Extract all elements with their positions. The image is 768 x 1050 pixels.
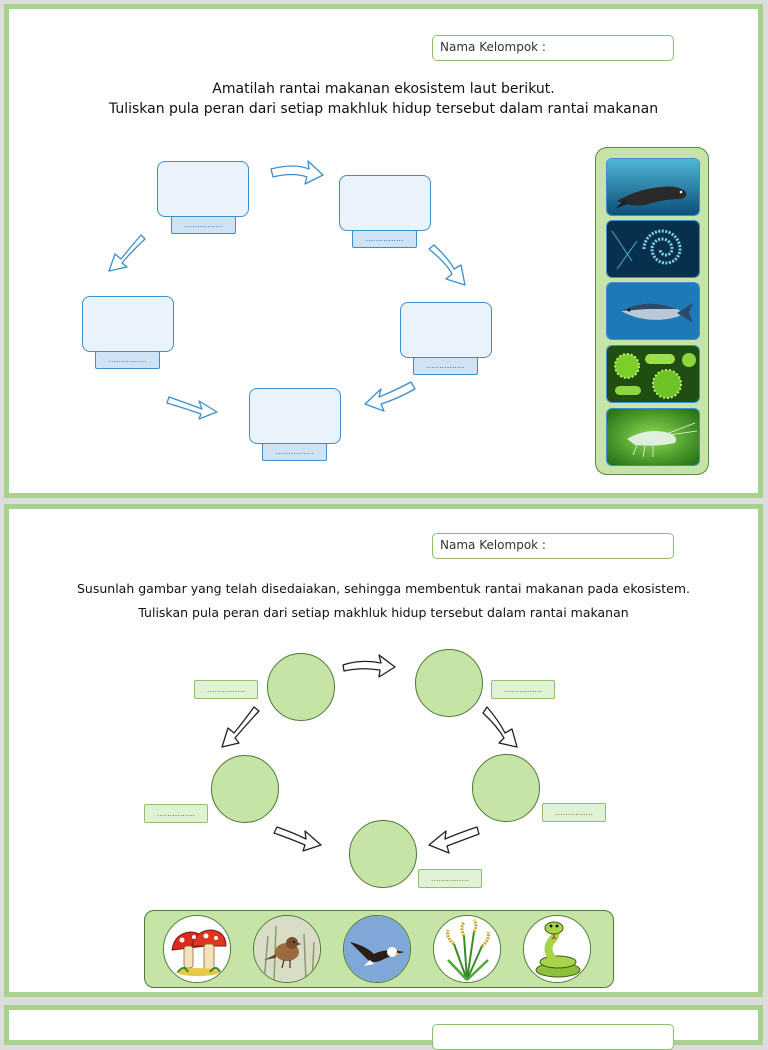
role-label-3[interactable]: ............... bbox=[542, 803, 606, 822]
group-name-label: Nama Kelompok : bbox=[440, 538, 546, 552]
arrow-right-icon bbox=[270, 160, 324, 185]
instruction-text: Amatilah rantai makanan ekosistem laut b… bbox=[9, 79, 758, 119]
role-label-5[interactable]: ............... bbox=[144, 804, 208, 823]
chain-slot-2[interactable] bbox=[415, 649, 483, 717]
role-label-1[interactable]: ............... bbox=[171, 216, 236, 234]
shrimp-image[interactable] bbox=[606, 408, 700, 466]
seal-image[interactable] bbox=[606, 158, 700, 216]
chain-arrows bbox=[221, 654, 518, 854]
chain-slot-3[interactable] bbox=[400, 302, 492, 358]
rice-plant-image[interactable] bbox=[433, 915, 501, 983]
instruction-line-1: Amatilah rantai makanan ekosistem laut b… bbox=[212, 81, 555, 97]
instruction-text: Susunlah gambar yang telah disedaiakan, … bbox=[9, 577, 758, 625]
chain-slot-1[interactable] bbox=[157, 161, 249, 217]
role-label-3[interactable]: ............... bbox=[413, 357, 478, 375]
slide-marine-food-chain: Nama Kelompok : Amatilah rantai makanan … bbox=[4, 4, 763, 498]
chain-slot-4[interactable] bbox=[349, 820, 417, 888]
arrow-right-icon bbox=[342, 654, 396, 678]
instruction-line-1: Susunlah gambar yang telah disedaiakan, … bbox=[76, 581, 691, 596]
tuna-image[interactable] bbox=[606, 282, 700, 340]
mushroom-image[interactable] bbox=[163, 915, 231, 983]
sparrow-image[interactable] bbox=[253, 915, 321, 983]
group-name-field[interactable]: Nama Kelompok : bbox=[432, 35, 674, 61]
group-name-field[interactable] bbox=[432, 1024, 674, 1050]
plankton-image[interactable] bbox=[606, 220, 700, 278]
arrow-down-right-icon bbox=[428, 244, 466, 286]
chain-arrows bbox=[108, 160, 466, 420]
role-label-1[interactable]: ............... bbox=[194, 680, 258, 699]
snake-image[interactable] bbox=[523, 915, 591, 983]
instruction-line-2: Tuliskan pula peran dari setiap makhluk … bbox=[108, 101, 659, 117]
group-name-label: Nama Kelompok : bbox=[440, 40, 546, 54]
organism-image-panel bbox=[595, 147, 709, 475]
arrow-down-right-icon bbox=[482, 706, 518, 748]
arrow-down-left-icon bbox=[428, 826, 480, 854]
chain-slot-2[interactable] bbox=[339, 175, 431, 231]
organism-image-tray bbox=[144, 910, 614, 988]
role-label-2[interactable]: ............... bbox=[352, 230, 417, 248]
role-label-4[interactable]: ............... bbox=[262, 443, 327, 461]
eagle-image[interactable] bbox=[343, 915, 411, 983]
slide-land-food-chain: Nama Kelompok : Susunlah gambar yang tel… bbox=[4, 504, 763, 997]
chain-slot-5[interactable] bbox=[211, 755, 279, 823]
arrow-down-left-icon bbox=[364, 381, 416, 412]
role-label-5[interactable]: ............... bbox=[95, 351, 160, 369]
bacteria-image[interactable] bbox=[606, 345, 700, 403]
chain-slot-4[interactable] bbox=[249, 388, 341, 444]
chain-slot-1[interactable] bbox=[267, 653, 335, 721]
role-label-2[interactable]: ............... bbox=[491, 680, 555, 699]
arrow-down-left-icon bbox=[108, 234, 146, 272]
chain-slot-5[interactable] bbox=[82, 296, 174, 352]
slide-3-partial bbox=[4, 1005, 763, 1050]
instruction-line-2: Tuliskan pula peran dari setiap makhluk … bbox=[138, 605, 629, 620]
chain-slot-3[interactable] bbox=[472, 754, 540, 822]
arrow-down-right-icon bbox=[166, 396, 218, 420]
arrow-down-right-icon bbox=[273, 826, 322, 852]
group-name-field[interactable]: Nama Kelompok : bbox=[432, 533, 674, 559]
role-label-4[interactable]: ............... bbox=[418, 869, 482, 888]
arrow-down-left-icon bbox=[221, 706, 260, 748]
